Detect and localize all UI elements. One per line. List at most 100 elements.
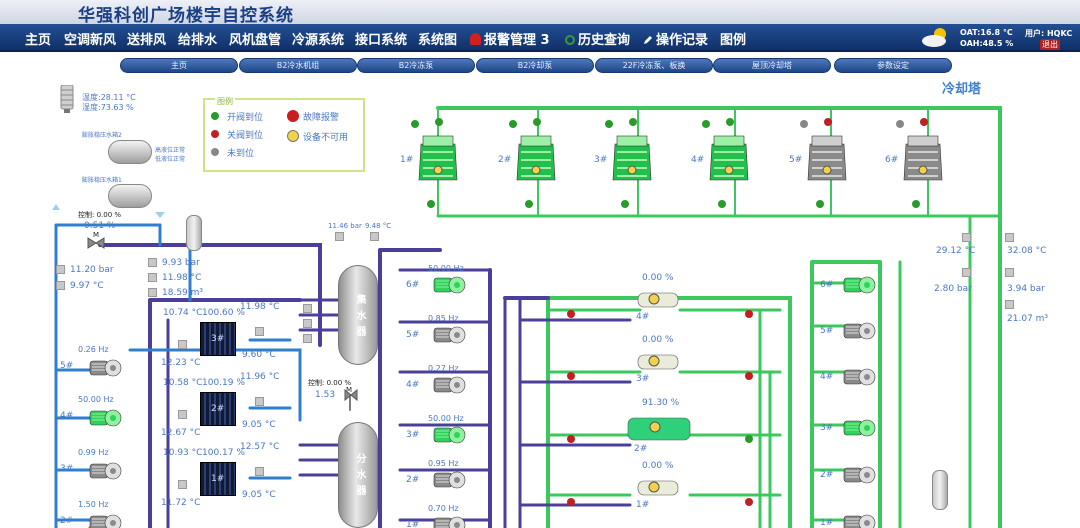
- chiller-id: 3#: [211, 334, 225, 344]
- expansion-tank-2: [108, 140, 152, 164]
- right-pump-6#[interactable]: [842, 272, 876, 296]
- sensor-square: [303, 334, 312, 343]
- nav-home[interactable]: 主页: [25, 33, 52, 48]
- tower-valve-top: [435, 118, 443, 126]
- bypass-valve-icon[interactable]: [86, 236, 106, 250]
- cooling-tower-4[interactable]: [708, 134, 750, 186]
- valve-closed-icon: [567, 372, 575, 380]
- right-pump-4#[interactable]: [842, 364, 876, 388]
- subtab-home[interactable]: 主页: [120, 58, 238, 73]
- subtab-params[interactable]: 参数设定: [834, 58, 952, 73]
- pump-id: 2#: [406, 475, 420, 485]
- left-pump-4#[interactable]: [88, 405, 122, 429]
- nav-fan-coil[interactable]: 风机盘管: [229, 33, 282, 48]
- nav-alarm[interactable]: 报警管理 3: [470, 29, 550, 48]
- main-chiller-3#[interactable]: [636, 352, 680, 372]
- nav-system-diagram[interactable]: 系统图: [418, 33, 458, 48]
- sensor-square: [303, 304, 312, 313]
- main-chiller-2#[interactable]: [626, 415, 692, 443]
- sensor-square: [56, 281, 65, 290]
- chiller-temp-tr: 11.96 °C: [240, 372, 280, 382]
- sensor-square: [1005, 233, 1014, 242]
- logout-button[interactable]: 退出: [1040, 39, 1060, 50]
- chiller-load: 0.00 %: [642, 335, 674, 345]
- nav-oplog[interactable]: 操作记录: [643, 29, 708, 48]
- mid-pump-5#[interactable]: [432, 322, 466, 346]
- mid-pump-2#[interactable]: [432, 467, 466, 491]
- left-pump-2#[interactable]: [88, 510, 122, 528]
- diff-valve-icon[interactable]: [343, 388, 359, 402]
- pump-hz: 50.00 Hz: [78, 395, 114, 404]
- subtab-22f[interactable]: 22F冷冻泵、板换: [595, 58, 713, 73]
- expansion-tank-1: [108, 184, 152, 208]
- tower-id-label: 5#: [789, 155, 803, 165]
- pump-id: 1#: [820, 518, 834, 528]
- cw-return-pressure: 3.94 bar: [1007, 284, 1045, 294]
- mid-pump-6#[interactable]: [432, 272, 466, 296]
- nav-water[interactable]: 给排水: [178, 33, 218, 48]
- tower-valve-top: [629, 118, 637, 126]
- pump-id: 5#: [60, 361, 74, 371]
- cooling-tower-5[interactable]: [806, 134, 848, 186]
- sensor-square: [962, 268, 971, 277]
- pump-id: 1#: [406, 520, 420, 528]
- nav-legend[interactable]: 图例: [720, 33, 747, 48]
- legend-not: 未到位: [227, 149, 255, 159]
- valve-closed-icon: [567, 435, 575, 443]
- app-title: 华强科创广场楼宇自控系统: [78, 6, 294, 26]
- right-pump-1#[interactable]: [842, 510, 876, 528]
- main-chiller-4#[interactable]: [636, 290, 680, 310]
- unavailable-icon: [287, 130, 299, 142]
- right-pump-5#[interactable]: [842, 318, 876, 342]
- chiller-temp-bl: 12.67 °C: [161, 428, 201, 438]
- mid-pump-3#[interactable]: [432, 422, 466, 446]
- sensor-square: [303, 319, 312, 328]
- right-pump-2#[interactable]: [842, 462, 876, 486]
- left-pump-3#[interactable]: [88, 458, 122, 482]
- nav-history[interactable]: 历史查询: [565, 29, 630, 48]
- cooling-tower-2[interactable]: [515, 134, 557, 186]
- valve-notready-icon: [211, 148, 219, 156]
- mid-pump-1#[interactable]: [432, 512, 466, 528]
- title-bar: 华强科创广场楼宇自控系统: [0, 0, 1080, 26]
- chiller-temp-bl: 11.72 °C: [161, 498, 201, 508]
- tower-fan-indicator: [896, 120, 904, 128]
- distributor-label: 分水器: [354, 453, 365, 501]
- up-arrow-icon: [52, 204, 60, 210]
- small-chiller-3#[interactable]: 3#: [200, 322, 236, 356]
- mid-pump-4#[interactable]: [432, 372, 466, 396]
- tank-status-high: 高液位正常: [155, 147, 186, 154]
- cooling-tower-3[interactable]: [611, 134, 653, 186]
- small-chiller-2#[interactable]: 2#: [200, 392, 236, 426]
- subtab-roof-tower[interactable]: 屋顶冷却塔: [713, 58, 831, 73]
- chiller-load: 0.00 %: [642, 273, 674, 283]
- small-chiller-1#[interactable]: 1#: [200, 462, 236, 496]
- nav-cooling[interactable]: 冷源系统: [292, 33, 345, 48]
- dosing-tank: [932, 470, 948, 510]
- valve-closed-icon: [567, 498, 575, 506]
- nav-exhaust[interactable]: 送排风: [127, 33, 167, 48]
- subtab-b2-cw-pump[interactable]: B2冷却泵: [476, 58, 594, 73]
- subtab-b2-chw-pump[interactable]: B2冷冻泵: [357, 58, 475, 73]
- chiller-id: 1#: [636, 500, 650, 510]
- right-pump-3#[interactable]: [842, 415, 876, 439]
- main-chiller-1#[interactable]: [636, 478, 680, 498]
- pump-id: 3#: [820, 423, 834, 433]
- tower-valve-bottom: [427, 200, 435, 208]
- nav-history-label: 历史查询: [578, 33, 631, 48]
- pump-hz: 50.00 Hz: [428, 264, 464, 273]
- legend-panel: 图例 开阀到位 关阀到位 未到位 故障报警 设备不可用: [203, 96, 365, 172]
- cooling-tower-1[interactable]: [417, 134, 459, 186]
- left-pump-5#[interactable]: [88, 355, 122, 379]
- water-softener: [186, 215, 202, 251]
- history-icon: [565, 35, 575, 45]
- cooling-tower-6[interactable]: [902, 134, 944, 186]
- chiller-pct: 100.60 %: [202, 308, 245, 318]
- subtab-b2-chiller[interactable]: B2冷水机组: [239, 58, 357, 73]
- nav-interface[interactable]: 接口系统: [355, 33, 408, 48]
- left-temp: 9.97 °C: [70, 281, 104, 291]
- nav-fresh-air[interactable]: 空调新风: [64, 33, 117, 48]
- cw-supply-pressure: 2.80 bar: [934, 284, 972, 294]
- pump-id: 5#: [406, 330, 420, 340]
- valve-close-icon: [211, 130, 219, 138]
